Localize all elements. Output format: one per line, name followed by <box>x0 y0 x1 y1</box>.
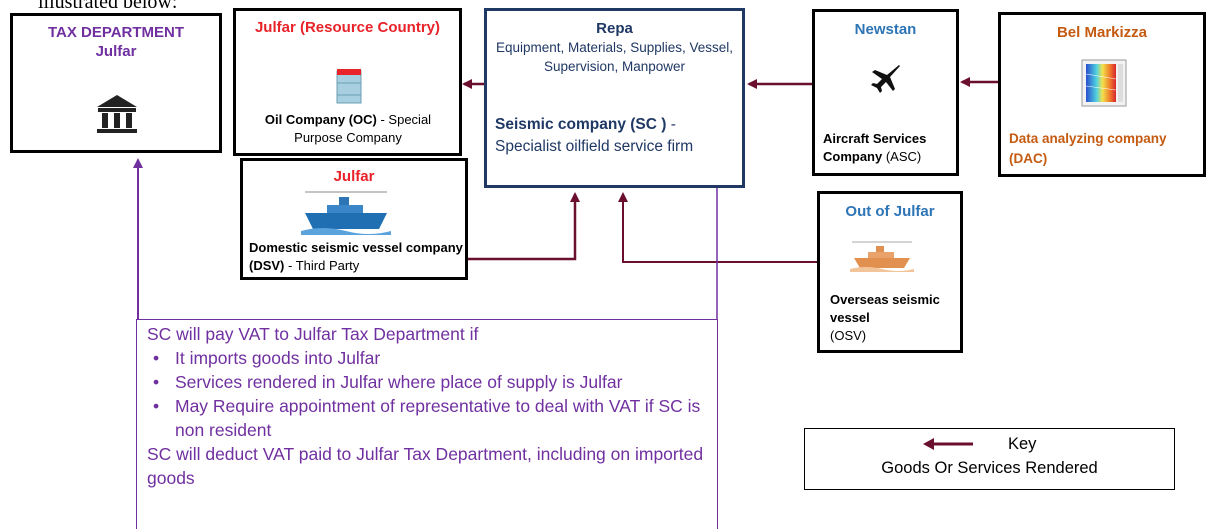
dsv-name-rest: - Third Party <box>284 258 360 273</box>
legend-key-box: Key Goods Or Services Rendered <box>804 428 1175 490</box>
repa-title: Repa <box>596 20 633 37</box>
legend-key-title: Key <box>1008 435 1037 453</box>
repa-box: Repa Equipment, Materials, Supplies, Ves… <box>484 8 745 188</box>
osv-name-rest: (OSV) <box>830 328 867 343</box>
newstan-box: Newstan Aircraft Services Company (ASC) <box>812 9 959 176</box>
airplane-icon <box>871 65 900 93</box>
vat-bullet-list: It imports goods into Julfar Services re… <box>147 346 717 442</box>
arrow-osv-to-repa <box>618 192 817 263</box>
oc-title: Julfar (Resource Country) <box>254 19 441 36</box>
bel-markizza-box: Bel Markizza Data analyzing company (DAC… <box>998 12 1206 177</box>
vat-bullet: It imports goods into Julfar <box>147 346 717 370</box>
vat-bullet: Services rendered in Julfar where place … <box>147 370 717 394</box>
clipped-heading: illustrated below: <box>38 0 178 13</box>
oc-name-rest: - Special Purpose Company <box>294 112 432 145</box>
out-title: Out of Julfar <box>845 203 935 220</box>
tax-department-box: TAX DEPARTMENT Julfar <box>10 13 222 153</box>
ship-icon <box>301 191 391 235</box>
tax-subtitle: Julfar <box>95 43 137 60</box>
legend-key-label: Goods Or Services Rendered <box>881 459 1098 477</box>
repa-subtitle: Equipment, Materials, Supplies, Vessel, … <box>495 40 734 74</box>
vat-conditions-box: SC will pay VAT to Julfar Tax Department… <box>136 319 718 529</box>
vat-outro: SC will deduct VAT paid to Julfar Tax De… <box>147 444 704 488</box>
dsv-box: Julfar Domestic seismic vessel company (… <box>240 158 468 280</box>
vat-intro: SC will pay VAT to Julfar Tax Department… <box>147 324 479 344</box>
ship-icon <box>850 241 914 272</box>
bank-building-icon <box>97 95 137 133</box>
tax-title: TAX DEPARTMENT <box>47 24 185 41</box>
oil-company-box: Julfar (Resource Country) Oil Company (O… <box>233 8 462 156</box>
dsv-name-bold: Domestic seismic vessel company (DSV) <box>249 240 463 273</box>
sc-name-bold: Seismic company (SC ) <box>495 116 667 133</box>
vat-bullet: May Require appointment of representativ… <box>147 394 717 442</box>
oc-name-bold: Oil Company (OC) <box>264 112 377 127</box>
out-of-julfar-box: Out of Julfar Overseas seismic vessel (O… <box>817 191 963 353</box>
legend-arrow-icon <box>923 438 973 450</box>
sc-name-rest: - Specialist oilfield service firm <box>495 116 694 155</box>
oil-drum-icon <box>336 69 362 104</box>
asc-name-bold: Aircraft Services Company <box>823 131 927 164</box>
bel-title: Bel Markizza <box>1056 24 1148 41</box>
asc-name-rest: (ASC) <box>882 149 922 164</box>
newstan-title: Newstan <box>854 21 917 38</box>
data-chart-icon <box>1081 59 1127 107</box>
dac-name: Data analyzing company (DAC) <box>1009 131 1167 166</box>
osv-name-bold: Overseas seismic vessel <box>830 292 940 325</box>
dsv-title: Julfar <box>333 168 375 185</box>
arrow-dsv-to-repa <box>468 192 580 261</box>
